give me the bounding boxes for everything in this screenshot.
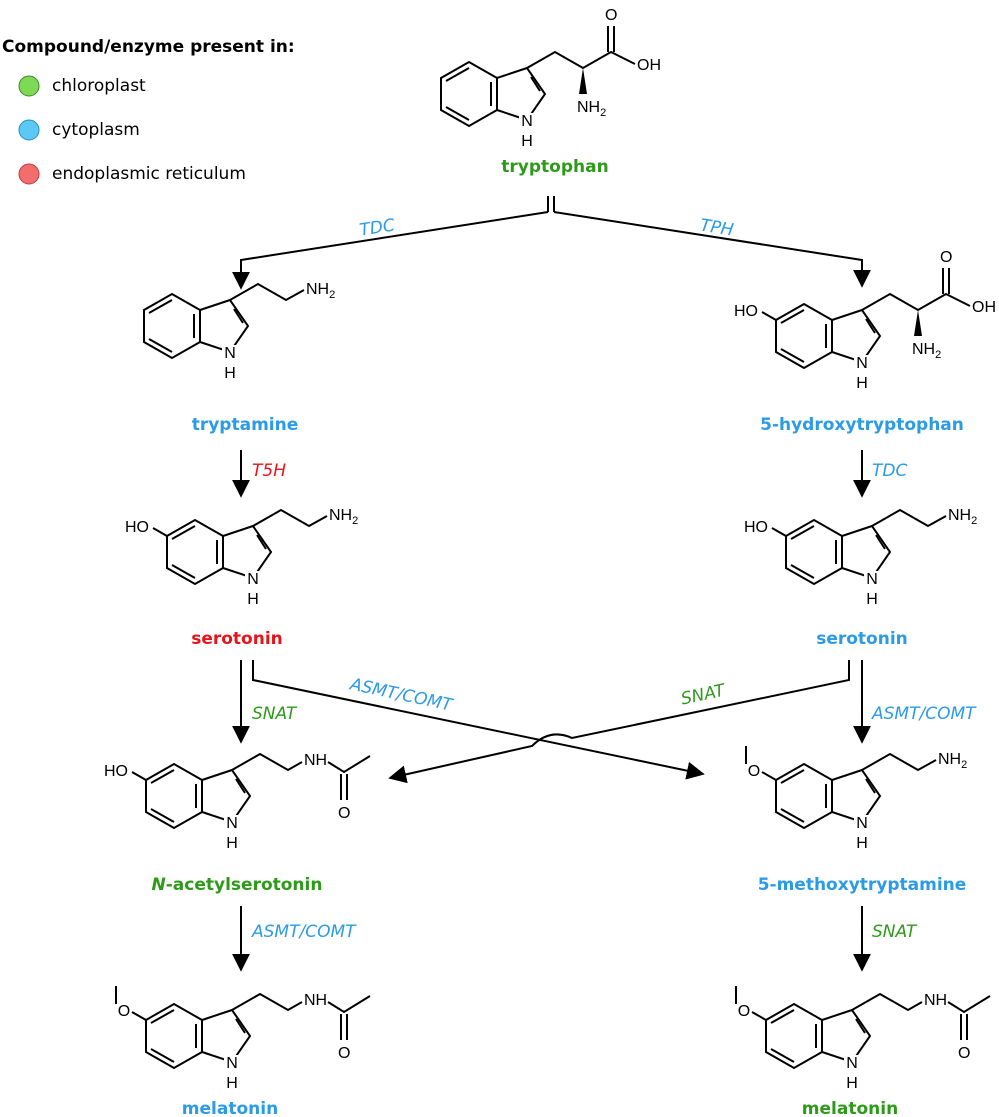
legend-swatch-er bbox=[18, 163, 40, 185]
structure-n-acetylserotonin bbox=[103, 751, 371, 853]
enzyme-label-snat-cross: SNAT bbox=[679, 680, 728, 709]
structure-melatonin-left bbox=[115, 985, 371, 1093]
structure-serotonin-right bbox=[743, 506, 979, 609]
structure-5-methoxytryptamine bbox=[745, 745, 969, 853]
label-serotonin-right: serotonin bbox=[816, 629, 908, 649]
legend-title: Compound/enzyme present in: bbox=[2, 37, 295, 57]
legend-label-chloroplast: chloroplast bbox=[52, 76, 146, 96]
enzyme-label-asmt-left: ASMT/COMT bbox=[251, 922, 357, 942]
enzyme-label-tph: TPH bbox=[699, 216, 735, 241]
legend-label-er: endoplasmic reticulum bbox=[52, 164, 246, 184]
structure-serotonin-left bbox=[124, 506, 360, 609]
label-tryptamine: tryptamine bbox=[192, 415, 299, 435]
label-n-acetylserotonin: N-acetylserotonin bbox=[152, 875, 323, 895]
legend-label-cytoplasm: cytoplasm bbox=[52, 120, 140, 140]
label-5-hydroxytryptophan: 5-hydroxytryptophan bbox=[760, 415, 964, 435]
enzyme-label-snat-right: SNAT bbox=[872, 922, 918, 942]
label-melatonin-right: melatonin bbox=[802, 1099, 898, 1117]
legend: Compound/enzyme present in: chloroplast … bbox=[2, 37, 295, 185]
label-serotonin-left: serotonin bbox=[191, 629, 283, 649]
label-5-methoxytryptamine: 5-methoxytryptamine bbox=[758, 875, 967, 895]
arrow-tdc-branch bbox=[232, 211, 549, 290]
enzyme-label-asmt-cross: ASMT/COMT bbox=[347, 674, 455, 716]
structure-tryptamine bbox=[143, 280, 337, 383]
legend-swatch-cytoplasm bbox=[18, 119, 40, 141]
enzyme-label-asmt-right: ASMT/COMT bbox=[871, 704, 977, 724]
structure-5-hydroxytryptophan bbox=[733, 248, 997, 393]
structure-tryptophan bbox=[440, 6, 662, 151]
label-melatonin-left: melatonin bbox=[182, 1099, 278, 1117]
enzyme-label-t5h: T5H bbox=[252, 461, 286, 481]
enzyme-label-tdc-2: TDC bbox=[872, 461, 907, 481]
label-tryptophan: tryptophan bbox=[501, 157, 608, 177]
arrow-split-stem bbox=[547, 196, 555, 212]
legend-swatch-chloroplast bbox=[18, 75, 40, 97]
structure-melatonin-right bbox=[735, 985, 991, 1093]
arrow-tph-branch bbox=[553, 211, 871, 288]
arrow-snat-cross bbox=[388, 660, 850, 784]
arrow-asmt-cross bbox=[252, 660, 705, 780]
reaction-arrows bbox=[232, 196, 871, 972]
enzyme-label-snat-left: SNAT bbox=[252, 704, 298, 724]
